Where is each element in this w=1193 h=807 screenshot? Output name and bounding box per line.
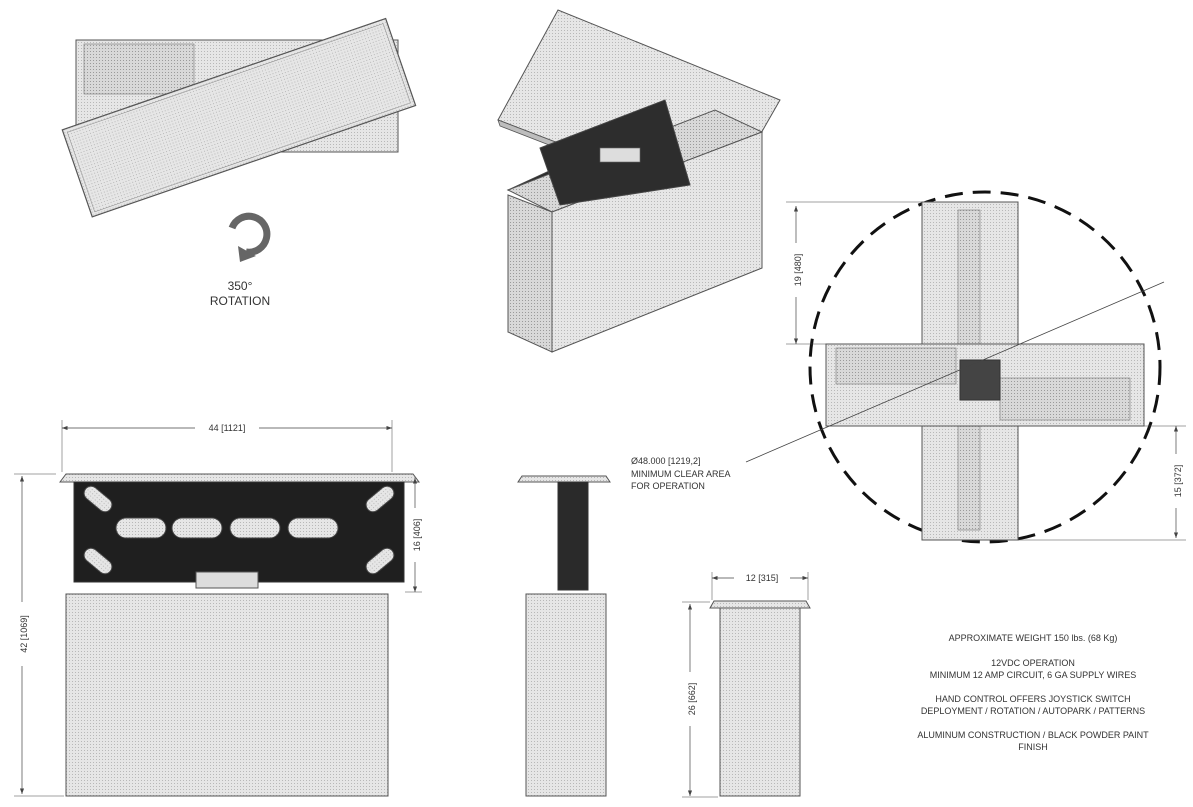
spec-control-1: HAND CONTROL OFFERS JOYSTICK SWITCH (935, 694, 1131, 704)
end-view (709, 600, 811, 797)
spec-power-2: MINIMUM 12 AMP CIRCUIT, 6 GA SUPPLY WIRE… (929, 670, 1137, 680)
rotation-degrees: 350° (227, 279, 253, 293)
dim-plan-top: 19 [480] (793, 243, 803, 297)
spec-power-1: 12VDC OPERATION (991, 658, 1075, 668)
clear-area-line2: FOR OPERATION (631, 481, 705, 491)
spec-control-2: DEPLOYMENT / ROTATION / AUTOPARK / PATTE… (920, 706, 1146, 716)
rotation-arrow-icon (228, 212, 271, 262)
spec-construction-2: FINISH (1018, 742, 1048, 752)
clear-area-line1: MINIMUM CLEAR AREA (631, 469, 731, 479)
spec-construction-1: ALUMINUM CONSTRUCTION / BLACK POWDER PAI… (917, 730, 1149, 740)
dim-plan-bottom: 15 [372] (1173, 454, 1183, 508)
rotation-label: ROTATION (209, 294, 271, 308)
plan-view (808, 190, 1162, 544)
front-view (59, 473, 420, 797)
rotated-top-view (61, 17, 417, 218)
dim-height-overall: 42 [1069] (19, 602, 29, 666)
dim-sign-height: 16 [406] (412, 508, 422, 562)
spec-weight: APPROXIMATE WEIGHT 150 lbs. (68 Kg) (948, 633, 1118, 643)
clear-area-diameter: Ø48.000 [1219,2] (631, 456, 701, 466)
isometric-view (497, 9, 781, 353)
side-view (517, 475, 611, 797)
dim-width-front: 44 [1121] (195, 423, 259, 433)
dim-box-height: 26 [662] (687, 672, 697, 726)
dim-depth-top: 12 [315] (734, 573, 790, 583)
